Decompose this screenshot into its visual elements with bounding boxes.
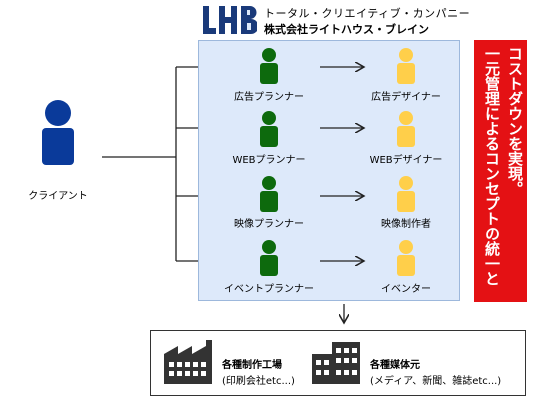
planner-icon-2 bbox=[260, 111, 278, 147]
designer-icon-4 bbox=[397, 240, 415, 276]
media-title: 各種媒体元 bbox=[370, 360, 420, 371]
banner-line-1: コストダウンを実現。 bbox=[506, 46, 524, 196]
planner-label-4: イベントプランナー bbox=[224, 284, 314, 295]
media-building-icon bbox=[312, 342, 360, 384]
concept-banner: コストダウンを実現。 一元管理によるコンセプトの統一と bbox=[474, 40, 527, 302]
agency-panel bbox=[198, 40, 460, 301]
factory-title: 各種制作工場 bbox=[222, 360, 282, 371]
client-person-icon bbox=[42, 100, 74, 165]
designer-label-3: 映像制作者 bbox=[381, 219, 431, 230]
media-subtitle: (メディア、新聞、雑誌etc...) bbox=[370, 376, 502, 387]
planner-label-1: 広告プランナー bbox=[234, 92, 304, 103]
client-label: クライアント bbox=[28, 191, 88, 202]
designer-icon-3 bbox=[397, 176, 415, 212]
lhb-logo bbox=[203, 6, 257, 34]
designer-label-2: WEBデザイナー bbox=[369, 155, 443, 166]
company-tagline: トータル・クリエイティブ・カンパニー bbox=[264, 7, 471, 20]
factory-subtitle: (印刷会社etc...) bbox=[222, 376, 295, 387]
planner-label-3: 映像プランナー bbox=[234, 219, 304, 230]
company-name: 株式会社ライトハウス・ブレイン bbox=[264, 23, 429, 36]
designer-label-1: 広告デザイナー bbox=[371, 92, 441, 103]
factory-icon bbox=[164, 340, 212, 384]
planner-icon-1 bbox=[260, 48, 278, 84]
planner-icon-4 bbox=[260, 240, 278, 276]
designer-label-4: イベンター bbox=[381, 284, 431, 295]
planner-label-2: WEBプランナー bbox=[232, 155, 306, 166]
designer-icon-1 bbox=[397, 48, 415, 84]
banner-line-2: 一元管理によるコンセプトの統一と bbox=[483, 46, 501, 286]
designer-icon-2 bbox=[397, 111, 415, 147]
planner-icon-3 bbox=[260, 176, 278, 212]
